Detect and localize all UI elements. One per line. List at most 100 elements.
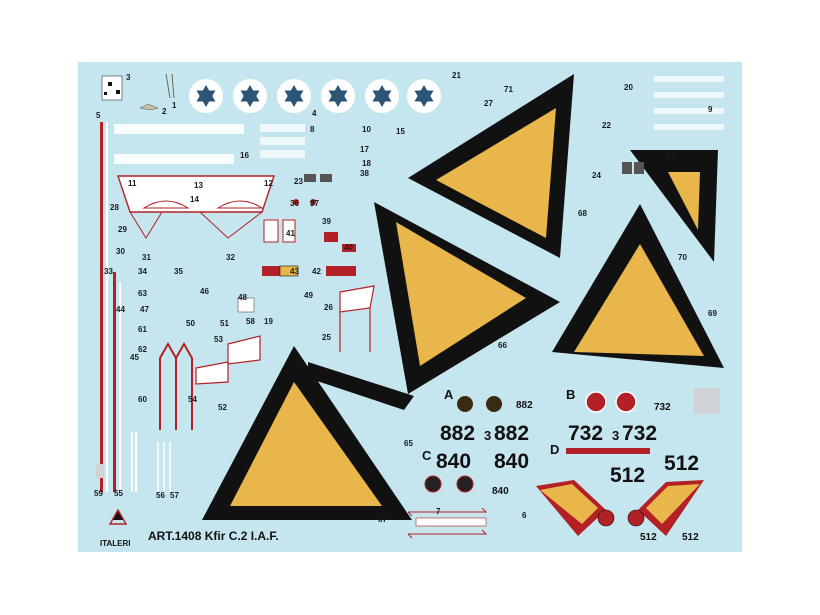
callout-42: 42 xyxy=(312,267,321,276)
option-b-letter: B xyxy=(566,387,575,402)
callout-16: 16 xyxy=(240,151,249,160)
callout-30: 30 xyxy=(116,247,125,256)
option-d-serial-side: 512 xyxy=(664,452,699,475)
callout-28: 28 xyxy=(110,203,119,212)
callout-11: 11 xyxy=(128,179,137,188)
option-d-serial-low-right: 512 xyxy=(682,532,699,543)
product-title: ART.1408 Kfir C.2 I.A.F. xyxy=(148,529,279,543)
callout-26: 26 xyxy=(324,303,333,312)
option-c-letter: C xyxy=(422,448,432,463)
triangle-panel-fill-2 xyxy=(396,222,526,366)
callout-60: 60 xyxy=(138,395,147,404)
triangle-panel-fill-5 xyxy=(668,172,700,230)
callout-12: 12 xyxy=(264,179,273,188)
callout-15: 15 xyxy=(396,127,405,136)
callout-19: 19 xyxy=(264,317,273,326)
callout-43: 43 xyxy=(290,267,299,276)
callout-5: 5 xyxy=(96,111,101,120)
stencil-rows xyxy=(114,124,305,164)
callout-33: 33 xyxy=(104,267,113,276)
callout-44: 44 xyxy=(116,305,125,314)
triangle-panel-fill-4 xyxy=(230,382,382,506)
callout-27: 27 xyxy=(484,99,493,108)
callout-14: 14 xyxy=(190,195,199,204)
triangle-panel-fill-1 xyxy=(436,108,556,238)
callout-6: 6 xyxy=(522,511,527,520)
refuel-arrows xyxy=(157,341,193,492)
callout-56: 56 xyxy=(156,491,165,500)
left-stripes xyxy=(96,122,137,492)
option-d-serial-low-left: 512 xyxy=(640,532,657,543)
callout-23: 23 xyxy=(294,177,303,186)
top-small-items xyxy=(101,73,175,111)
star-triangle xyxy=(284,90,304,107)
misc-small-decals xyxy=(237,174,356,313)
callout-64: 64 xyxy=(666,153,675,162)
callout-67: 67 xyxy=(378,515,387,524)
option-a-serial-small: 882 xyxy=(516,400,533,411)
decal-sheet: A 882 882 3 882 B 732 732 3 732 C 840 84… xyxy=(78,62,742,552)
option-a-serial-left: 882 xyxy=(440,422,475,445)
callout-18: 18 xyxy=(362,159,371,168)
star-triangle xyxy=(414,90,434,107)
callout-20: 20 xyxy=(624,83,633,92)
intake-panel xyxy=(117,175,275,239)
callout-37: 37 xyxy=(310,199,319,208)
callout-49: 49 xyxy=(304,291,313,300)
callout-1: 1 xyxy=(172,101,177,110)
callout-39: 39 xyxy=(322,217,331,226)
callout-32: 32 xyxy=(226,253,235,262)
option-a-serial-right: 882 xyxy=(494,422,529,445)
italeri-logo xyxy=(108,508,128,525)
callout-29: 29 xyxy=(118,225,127,234)
callout-54: 54 xyxy=(188,395,197,404)
callout-57: 57 xyxy=(170,491,179,500)
callout-17: 17 xyxy=(360,145,369,154)
callout-51: 51 xyxy=(220,319,229,328)
callout-22: 22 xyxy=(602,121,611,130)
callout-48: 48 xyxy=(238,293,247,302)
option-b: B 732 732 3 732 xyxy=(566,387,720,445)
brand-name: ITALERI xyxy=(100,539,131,548)
callout-36: 36 xyxy=(290,199,299,208)
callout-21: 21 xyxy=(452,71,461,80)
callout-63: 63 xyxy=(138,289,147,298)
star-triangle xyxy=(196,90,216,107)
callout-68: 68 xyxy=(578,209,587,218)
right-top-decals xyxy=(622,76,724,174)
decal-artwork: A 882 882 3 882 B 732 732 3 732 C 840 84… xyxy=(94,71,724,548)
triangle-panel-fill-3 xyxy=(574,244,704,356)
callout-25: 25 xyxy=(322,333,331,342)
option-b-serial-small: 732 xyxy=(654,402,671,413)
black-ribbon xyxy=(308,362,414,410)
option-b-serial-right: 732 xyxy=(622,422,657,445)
camo-triangle-panels xyxy=(202,74,724,520)
callout-7: 7 xyxy=(436,507,441,516)
callout-9: 9 xyxy=(708,105,713,114)
callout-62: 62 xyxy=(138,345,147,354)
option-c: C 840 840 840 xyxy=(422,448,529,497)
callout-41: 41 xyxy=(286,229,295,238)
callout-3: 3 xyxy=(126,73,131,82)
option-c-serial-small: 840 xyxy=(492,486,509,497)
callout-38: 38 xyxy=(360,169,369,178)
callout-31: 31 xyxy=(142,253,151,262)
callout-10: 10 xyxy=(362,125,371,134)
star-triangle xyxy=(240,90,260,107)
callout-34: 34 xyxy=(138,267,147,276)
red-frame-decals xyxy=(195,285,375,385)
option-d: D 512 512 512 512 xyxy=(536,442,704,543)
option-a-num-3: 3 xyxy=(484,428,491,443)
callout-47: 47 xyxy=(140,305,149,314)
callout-4: 4 xyxy=(312,109,317,118)
callout-69: 69 xyxy=(708,309,717,318)
callout-66: 66 xyxy=(498,341,507,350)
callout-71: 71 xyxy=(504,85,513,94)
callout-55: 55 xyxy=(114,489,123,498)
option-d-serial-main: 512 xyxy=(610,464,645,487)
bottom-arrows xyxy=(407,507,488,539)
callout-35: 35 xyxy=(174,267,183,276)
option-a-letter: A xyxy=(444,387,454,402)
callout-65: 65 xyxy=(404,439,413,448)
